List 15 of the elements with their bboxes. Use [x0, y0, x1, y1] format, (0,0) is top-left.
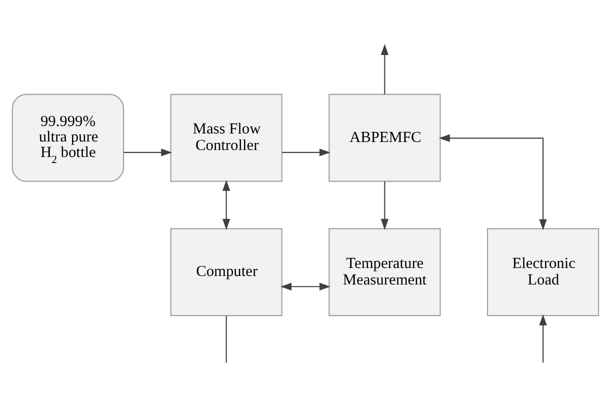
arrow: [380, 181, 389, 230]
arrow: [280, 282, 330, 290]
arrow: [124, 148, 172, 156]
node-box: ABPEMFC: [328, 94, 441, 182]
node-box: 99.999% ultra pure H$_{2}$ bottle: [12, 94, 124, 182]
arrow: [539, 314, 547, 363]
node-box: Computer: [170, 228, 282, 316]
node-box: Temperature Measurement: [328, 228, 441, 316]
connector: [226, 316, 227, 363]
node-box: Electronic Load: [486, 228, 600, 316]
node-box: Mass Flow Controller: [170, 94, 282, 182]
arrow: [222, 180, 230, 230]
arrow: [438, 134, 547, 230]
arrow: [282, 148, 330, 156]
arrow: [380, 44, 389, 94]
